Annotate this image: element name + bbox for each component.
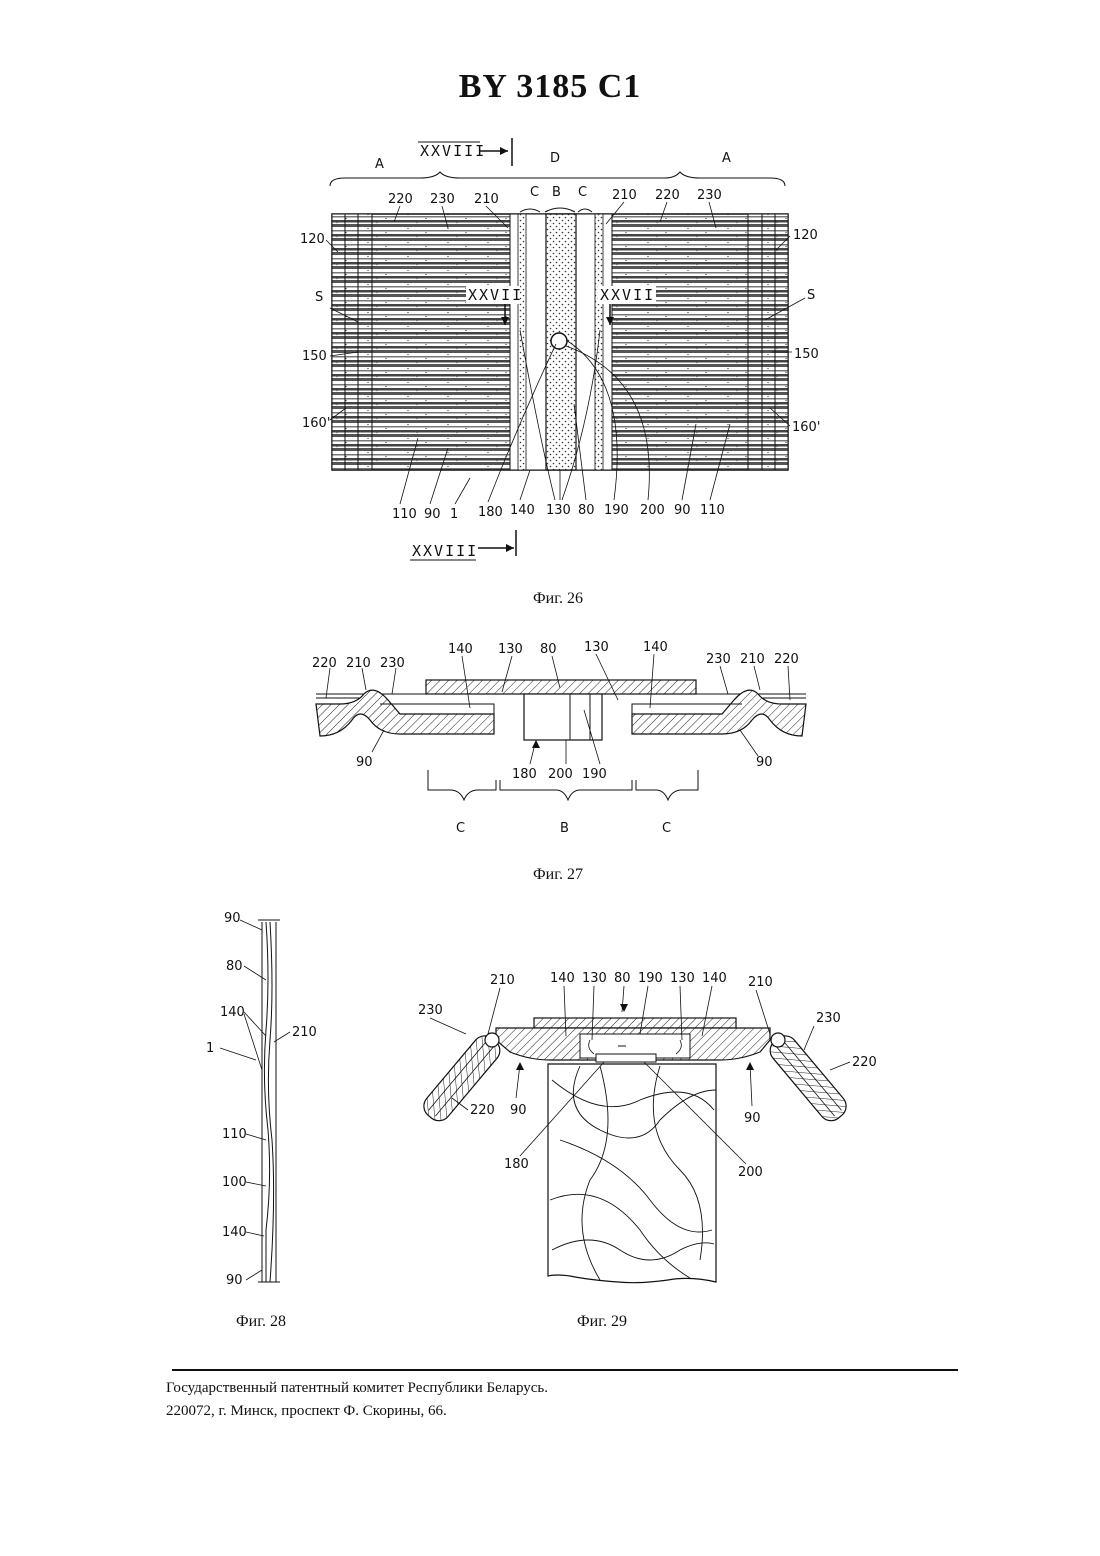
f29-label-200: 200 [738,1165,763,1180]
footer-line-1: Государственный патентный комитет Респуб… [166,1380,548,1397]
f29-label-190: 190 [638,971,663,986]
f29-label-180: 180 [504,1157,529,1172]
f29-label-130-left: 130 [582,971,607,986]
f29-label-210-left: 210 [490,973,515,988]
f29-label-230-left: 230 [418,1003,443,1018]
f29-label-210-right: 210 [748,975,773,990]
figure-28-caption: Фиг. 28 [236,1313,286,1331]
f29-label-130-right: 130 [670,971,695,986]
f29-label-80: 80 [614,971,631,986]
f29-label-220-left: 220 [470,1103,495,1118]
f29-label-230-right: 230 [816,1011,841,1026]
footer-line-2: 220072, г. Минск, проспект Ф. Скорины, 6… [166,1403,447,1420]
f29-label-90-left: 90 [510,1103,527,1118]
f29-label-220-right: 220 [852,1055,877,1070]
footer-divider [172,1369,958,1371]
f29-label-140-right: 140 [702,971,727,986]
figure-29-caption: Фиг. 29 [577,1313,627,1331]
f29-label-140-left: 140 [550,971,575,986]
f29-label-90-right: 90 [744,1111,761,1126]
figure-29-drawing: 210 140 130 80 190 130 140 210 230 230 2… [0,0,1100,1300]
